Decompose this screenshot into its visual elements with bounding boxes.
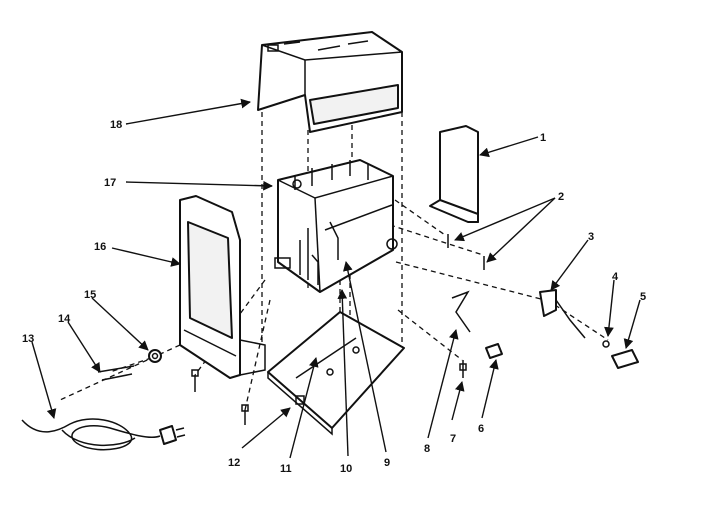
callout-13: 13 <box>22 333 34 345</box>
side-shield <box>429 125 479 223</box>
callout-3: 3 <box>588 231 594 243</box>
callout-11: 11 <box>280 463 292 475</box>
callout-5: 5 <box>640 291 646 303</box>
side-panel <box>179 195 266 379</box>
callout-16: 16 <box>94 241 106 253</box>
power-cord <box>21 418 186 451</box>
support-rod <box>451 290 471 333</box>
callout-8: 8 <box>424 443 430 455</box>
callout-labels: 18 17 16 1 2 3 4 5 15 14 13 12 11 10 9 8… <box>22 119 646 475</box>
callout-7: 7 <box>450 433 456 445</box>
heating-element-assembly <box>274 159 398 293</box>
grommet <box>148 349 162 363</box>
callout-10: 10 <box>340 463 352 475</box>
callout-2: 2 <box>558 191 564 203</box>
base-plate <box>267 311 405 436</box>
callout-6: 6 <box>478 423 484 435</box>
control-knob <box>485 343 503 359</box>
strain-relief <box>97 365 135 381</box>
callout-4: 4 <box>612 271 619 283</box>
thermostat-bracket <box>539 289 586 339</box>
callout-12: 12 <box>228 457 240 469</box>
callout-15: 15 <box>84 289 96 301</box>
screws <box>191 234 485 425</box>
callout-17: 17 <box>104 177 116 189</box>
switch <box>611 349 639 369</box>
callout-14: 14 <box>58 313 71 325</box>
washer <box>602 340 610 348</box>
top-cover <box>257 31 403 133</box>
callout-leaders <box>31 98 641 459</box>
callout-1: 1 <box>540 132 546 144</box>
callout-18: 18 <box>110 119 122 131</box>
callout-9: 9 <box>384 457 390 469</box>
